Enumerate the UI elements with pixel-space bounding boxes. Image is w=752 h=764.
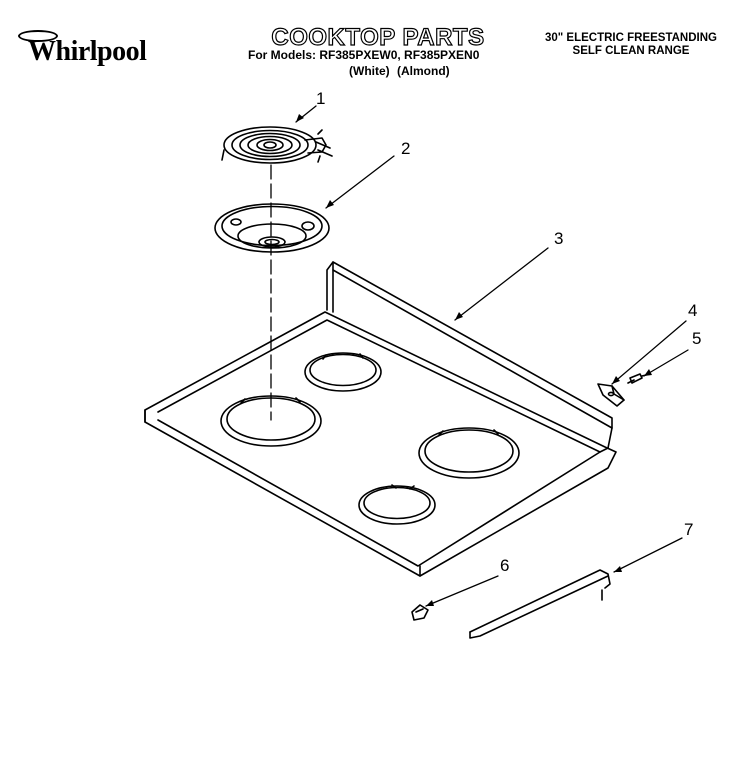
- callout-5: 5: [692, 329, 702, 348]
- screw-part: [627, 373, 647, 384]
- leader-5: [643, 349, 689, 377]
- callout-2: 2: [401, 139, 411, 158]
- product-title: 30" ELECTRIC FREESTANDING SELF CLEAN RAN…: [536, 32, 726, 58]
- cooktop-part: [144, 261, 617, 577]
- leader-3: [454, 247, 549, 321]
- bracket-part: [597, 383, 625, 407]
- leader-lines: [295, 105, 689, 607]
- product-line-1: 30" ELECTRIC FREESTANDING: [544, 32, 717, 44]
- rod-part: [469, 569, 611, 639]
- leader-6: [425, 575, 499, 607]
- clip-part: [411, 604, 429, 621]
- surface-element-part: [221, 126, 333, 164]
- whirlpool-logo: Whirlpool: [18, 30, 148, 70]
- page-title: COOKTOP PARTS: [271, 23, 485, 51]
- callout-3: 3: [554, 229, 564, 248]
- logo-text: Whirlpool: [28, 36, 147, 67]
- logo-badge-icon: [18, 30, 58, 42]
- callout-4: 4: [688, 301, 698, 320]
- callout-7: 7: [684, 520, 694, 539]
- leader-4: [611, 320, 687, 385]
- product-line-2: SELF CLEAN RANGE: [572, 45, 690, 57]
- callout-1: 1: [316, 89, 326, 108]
- callout-6: 6: [500, 556, 510, 575]
- leader-7: [613, 537, 683, 573]
- drip-bowl-part: [214, 203, 330, 253]
- leader-2: [325, 155, 395, 209]
- colors-line: (White) (Almond): [349, 64, 450, 78]
- models-line: For Models: RF385PXEW0, RF385PXEN0: [248, 48, 480, 62]
